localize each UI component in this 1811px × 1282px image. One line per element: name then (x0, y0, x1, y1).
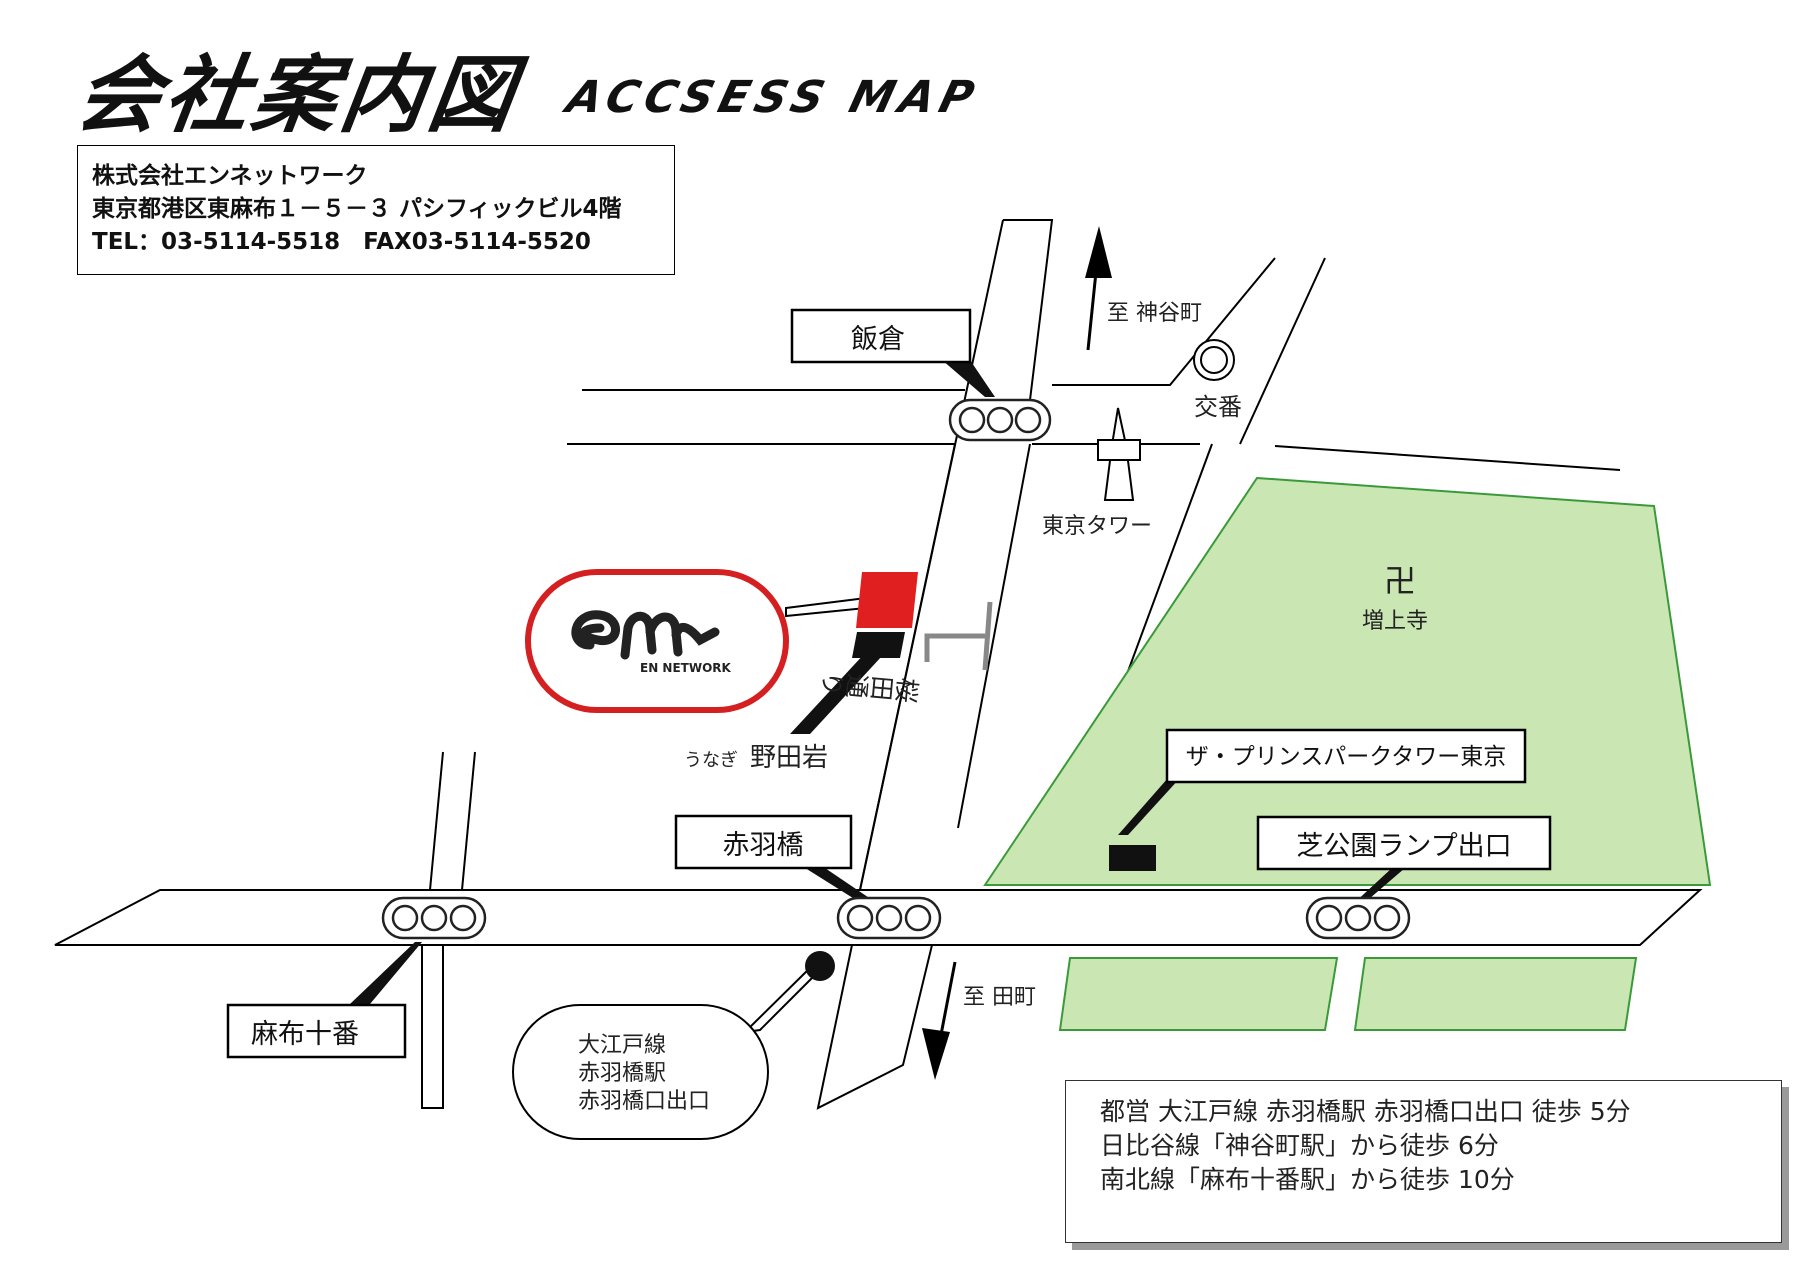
company-address: 東京都港区東麻布１－５－３ パシフィックビル4階 (92, 196, 622, 222)
bridge-bracket-icon (924, 601, 993, 671)
kamiyacho-label: 至 神谷町 (1107, 301, 1202, 326)
en-network-marker-icon (856, 572, 918, 628)
arrow-tamachi-icon (938, 961, 957, 1041)
koban-label: 交番 (1194, 393, 1242, 421)
station-bubble (512, 1004, 769, 1140)
signal-azabu-icon (381, 896, 487, 940)
shibakoen-pointer (1352, 868, 1405, 905)
tamachi-label: 至 田町 (963, 985, 1036, 1010)
zojoji-label: 増上寺 (1362, 609, 1428, 634)
prince-pointer (1118, 778, 1180, 835)
tokyo-tower-label: 東京タワー (1042, 514, 1152, 539)
tokyo-tower-icon (1097, 407, 1141, 501)
azabu-road (421, 751, 476, 1109)
signal-iikura-icon (948, 398, 1052, 442)
prince-box (1165, 728, 1527, 784)
noda-iwa-marker-icon (852, 632, 905, 658)
company-name: 株式会社エンネットワーク (92, 163, 368, 189)
prince-label: ザ・プリンスパークタワー東京 (1186, 744, 1507, 770)
station-line-label: 大江戸線 (578, 1033, 666, 1058)
sakurada-road (957, 219, 1054, 829)
zojoji-mark: 卍 (1384, 562, 1416, 600)
arrow-kamiyacho-head-icon (1085, 226, 1112, 278)
kamiyacho-road (1052, 257, 1276, 386)
noda-iwa-pointer (790, 652, 882, 734)
akabane-box (674, 814, 853, 870)
arrow-tamachi-head-icon (922, 1028, 950, 1080)
kamiyacho-road-2 (1239, 257, 1326, 445)
azabu-label: 麻布十番 (251, 1019, 359, 1050)
park-block-2 (1353, 957, 1638, 1031)
access-line-1: 都営 大江戸線 赤羽橋駅 赤羽橋口出口 徒歩 5分 (1100, 1097, 1631, 1126)
shibakoen-box (1256, 815, 1552, 871)
akabane-label: 赤羽橋 (723, 830, 804, 861)
access-info-box: 都営 大江戸線 赤羽橋駅 赤羽橋口出口 徒歩 5分 日比谷線「神谷町駅」から徒歩… (1065, 1080, 1782, 1243)
park-block-1 (1058, 957, 1339, 1031)
station-dot-icon (805, 951, 835, 981)
azabu-pointer (350, 942, 422, 1004)
unagi-small-label: うなぎ (684, 750, 738, 771)
station-exit-label: 赤羽橋口出口 (578, 1089, 710, 1114)
azabu-box (226, 1003, 407, 1059)
page-subtitle: ACCSESS MAP (561, 72, 986, 123)
koban-inner-icon (1200, 346, 1228, 374)
logo-oval (525, 569, 789, 713)
signal-akabane-icon (836, 896, 942, 940)
station-name-label: 赤羽橋駅 (578, 1061, 666, 1086)
unagi-name-label: 野田岩 (750, 743, 828, 773)
access-line-3: 南北線「麻布十番駅」から徒歩 10分 (1100, 1165, 1515, 1194)
shibakoen-label: 芝公園ランプ出口 (1296, 831, 1511, 862)
iikura-pointer (942, 360, 995, 397)
prince-marker-icon (1109, 845, 1156, 871)
logo-brand: EN NETWORK (640, 661, 732, 675)
iikura-label: 飯倉 (851, 324, 905, 355)
company-info-box: 株式会社エンネットワーク 東京都港区東麻布１－５－３ パシフィックビル4階 TE… (77, 145, 675, 275)
iikura-box (790, 308, 972, 364)
sakurada-road-lower (859, 443, 956, 891)
company-phone: TEL：03-5114-5518 FAX03-5114-5520 (92, 229, 591, 255)
page-title: 会社案内図 (70, 46, 524, 144)
south-road (816, 944, 933, 1110)
signal-shibakoen-icon (1305, 896, 1411, 940)
logo-pointer (785, 596, 867, 618)
access-line-2: 日比谷線「神谷町駅」から徒歩 6分 (1100, 1131, 1499, 1160)
en-logo-icon (571, 610, 720, 660)
road-line (1274, 445, 1621, 471)
